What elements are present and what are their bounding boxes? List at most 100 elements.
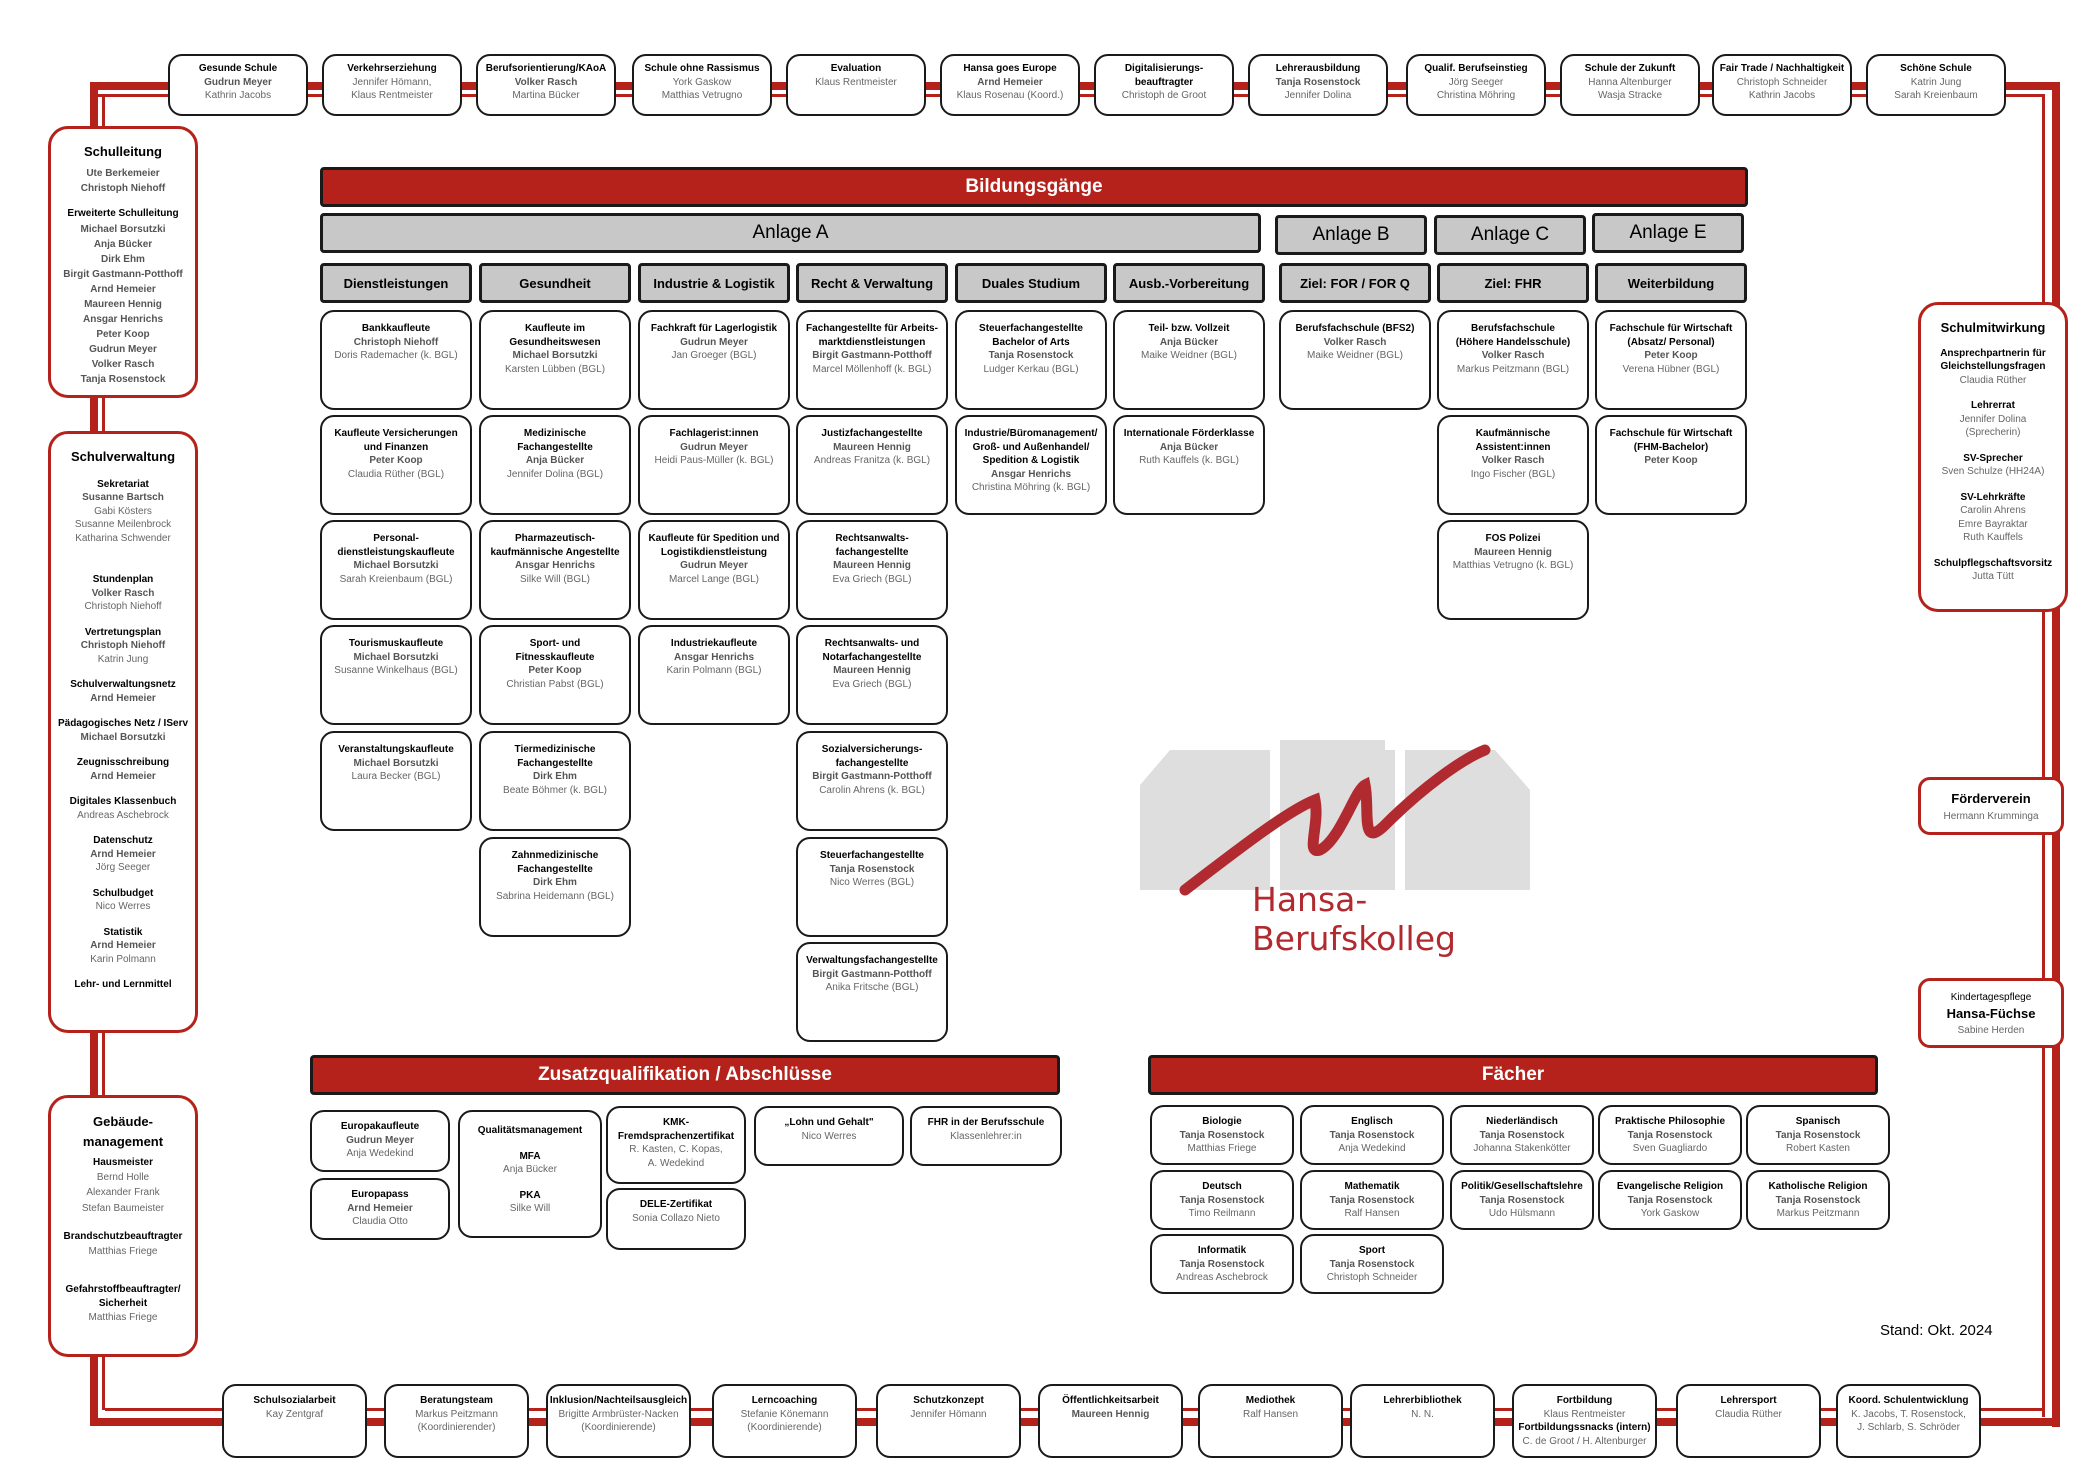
group-title: Vertretungsplan xyxy=(84,626,162,638)
group-person: Bernd Holle xyxy=(96,1171,150,1183)
bildungsgang-card[interactable]: Fachschule für Wirtschaft (Absatz/ Perso… xyxy=(1595,310,1747,410)
card-person: Sarah Kreienbaum (BGL) xyxy=(339,573,453,585)
bildungsgang-card[interactable]: Kaufleute für Spedition und Logistikdien… xyxy=(638,520,790,620)
card-title: Berufsfachschule (BFS2) xyxy=(1295,323,1415,334)
card-person: Marcel Lange (BGL) xyxy=(668,573,760,585)
bildungsgang-card[interactable]: Industrie/Büromanagement/ Groß- und Auße… xyxy=(955,415,1107,515)
card-title: Biologie xyxy=(1202,1116,1242,1127)
card-person: Matthias Vetrugno xyxy=(661,90,743,101)
card-person: Klaus Rentmeister xyxy=(815,76,897,88)
group-person: Gabi Kösters xyxy=(94,505,152,517)
zusatz-card[interactable]: „Lohn und Gehalt"Nico Werres xyxy=(754,1106,904,1166)
card-person: Klaus Rentmeister xyxy=(1543,1408,1626,1420)
card-title: Steuerfachangestellte xyxy=(820,850,924,861)
group-title: Stundenplan xyxy=(92,574,154,586)
card-lead: Tanja Rosenstock xyxy=(1275,76,1361,88)
card-person: Ingo Fischer (BGL) xyxy=(1470,468,1556,480)
bildungsgang-card[interactable]: Fachangestellte für Arbeits- marktdienst… xyxy=(796,310,948,410)
kita-person: Sabine Herden xyxy=(1957,1025,2025,1037)
group-person: Carolin Ahrens xyxy=(1960,505,2026,517)
bildungsgang-card[interactable]: Pharmazeutisch- kaufmännische Angestellt… xyxy=(479,520,631,620)
card-lead: Arnd Hemeier xyxy=(347,1202,413,1214)
card-lead: Michael Borsutzki xyxy=(353,560,439,571)
schulleitung-lead: Ute Berkemeier xyxy=(86,167,160,179)
card-title: Politik/Gesellschaftslehre xyxy=(1461,1181,1583,1192)
bildungsgang-card[interactable]: Berufsfachschule (Höhere Handelsschule)V… xyxy=(1437,310,1589,410)
bildungsgaenge-header: Bildungsgänge xyxy=(320,167,1748,207)
group-title: Digitales Klassenbuch xyxy=(69,796,177,808)
card-person: Carolin Ahrens (k. BGL) xyxy=(819,784,925,796)
bildungsgang-card[interactable]: Fachschule für Wirtschaft (FHM-Bachelor)… xyxy=(1595,415,1747,515)
card-lead: Arnd Hemeier xyxy=(977,76,1043,88)
